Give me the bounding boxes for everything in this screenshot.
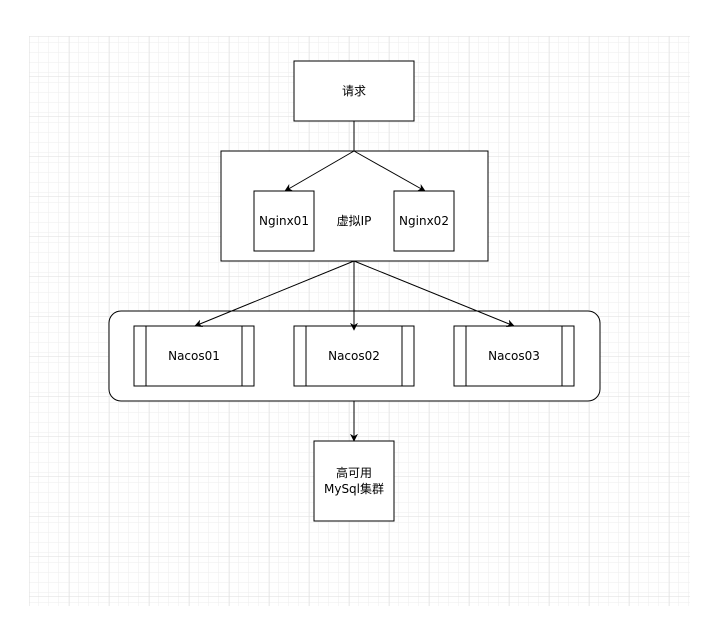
mysql-label-line1: 高可用 [336,465,372,480]
nacos01-node[interactable]: Nacos01 [133,325,255,387]
request-node[interactable]: 请求 [293,60,415,122]
nacos01-label: Nacos01 [168,349,220,363]
nginx01-label: Nginx01 [259,214,309,228]
nacos02-node[interactable]: Nacos02 [293,325,415,387]
edge-vip-to-nginx01 [284,150,355,192]
edges [194,121,515,442]
mysql-node[interactable]: 高可用 MySql集群 [313,440,395,522]
edge-vip-to-nacos03 [353,260,515,327]
mysql-label-line2: MySql集群 [324,481,384,496]
nacos02-label: Nacos02 [328,349,380,363]
nginx02-node[interactable]: Nginx02 [393,190,455,252]
nginx02-label: Nginx02 [399,214,449,228]
nginx01-node[interactable]: Nginx01 [253,190,315,252]
edge-vip-to-nacos01 [194,260,355,327]
nacos03-label: Nacos03 [488,349,540,363]
vip-label: 虚拟IP [337,214,372,228]
request-label: 请求 [342,84,366,98]
edge-vip-to-nginx02 [353,150,426,192]
nacos03-node[interactable]: Nacos03 [453,325,575,387]
